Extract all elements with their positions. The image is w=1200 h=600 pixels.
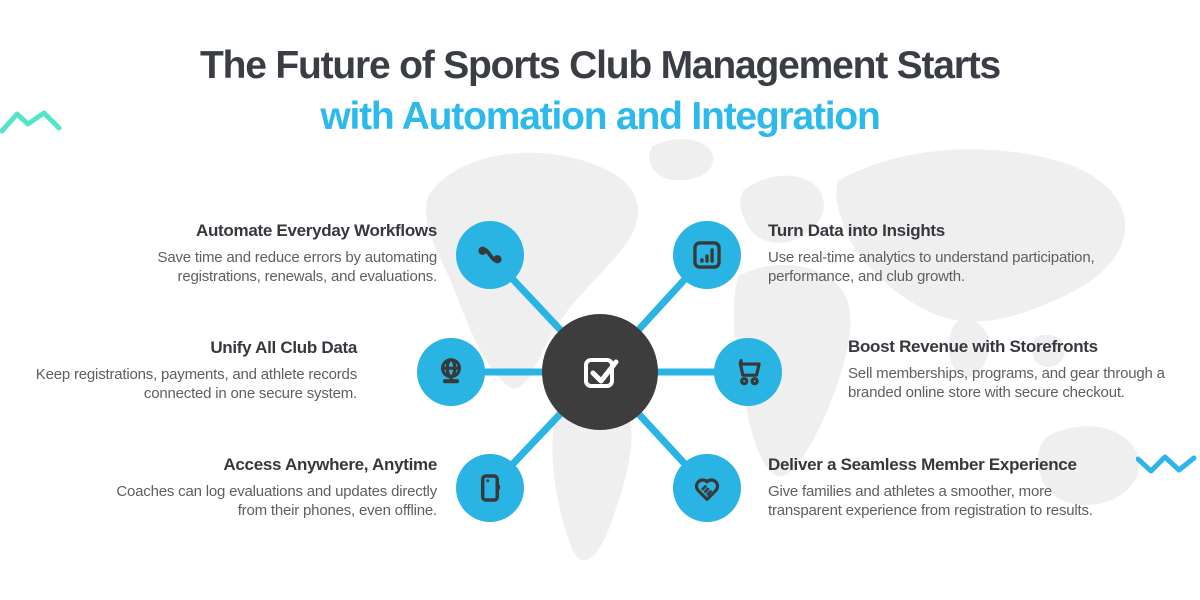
map-southeast-asia bbox=[1031, 334, 1066, 367]
feature-line: branded online store with secure checkou… bbox=[848, 383, 1125, 401]
feature-line: Coaches can log evaluations and updates … bbox=[116, 483, 437, 500]
world-map-background bbox=[426, 139, 1139, 561]
node-unify bbox=[417, 338, 485, 406]
feature-line: performance, and club growth. bbox=[768, 267, 965, 285]
node-insights bbox=[673, 221, 741, 289]
map-greenland bbox=[649, 139, 714, 181]
node-automate bbox=[456, 221, 524, 289]
map-india bbox=[948, 320, 989, 377]
map-australia bbox=[1038, 426, 1139, 506]
feature-access: Access Anywhere, Anytime Coaches can log… bbox=[92, 455, 437, 520]
feature-line: Keep registrations, payments, and athlet… bbox=[35, 366, 357, 383]
feature-line: Save time and reduce errors by automatin… bbox=[157, 249, 438, 266]
node-access bbox=[456, 454, 524, 522]
map-europe bbox=[740, 175, 824, 243]
central-hub bbox=[542, 314, 658, 430]
globe-stand-icon bbox=[432, 353, 470, 391]
title-line-2: with Automation and Integration bbox=[320, 95, 881, 138]
map-asia bbox=[836, 149, 1126, 322]
feature-line: from their phones, even offline. bbox=[237, 501, 437, 519]
bar-chart-icon bbox=[688, 236, 726, 274]
feature-revenue: Boost Revenue with Storefronts Sell memb… bbox=[848, 337, 1193, 402]
feature-experience: Deliver a Seamless Member Experience Giv… bbox=[768, 455, 1168, 520]
map-africa bbox=[733, 264, 851, 477]
feature-line: registrations, renewals, and evaluations… bbox=[177, 267, 438, 285]
feature-insights: Turn Data into Insights Use real-time an… bbox=[768, 221, 1138, 286]
checkbox-check-icon bbox=[574, 346, 626, 398]
node-revenue bbox=[714, 338, 782, 406]
node-experience bbox=[673, 454, 741, 522]
workflow-nodes-icon bbox=[471, 236, 509, 274]
feature-title: Unify All Club Data bbox=[210, 338, 357, 357]
feature-unify: Unify All Club Data Keep registrations, … bbox=[27, 338, 358, 403]
feature-line: connected in one secure system. bbox=[143, 384, 357, 402]
feature-title: Boost Revenue with Storefronts bbox=[848, 337, 1098, 356]
feature-line: Sell memberships, programs, and gear thr… bbox=[848, 365, 1165, 382]
feature-title: Deliver a Seamless Member Experience bbox=[768, 455, 1077, 474]
handshake-heart-icon bbox=[688, 469, 726, 507]
feature-line: transparent experience from registration… bbox=[768, 501, 1093, 519]
feature-automate: Automate Everyday Workflows Save time an… bbox=[107, 221, 438, 286]
map-north-america bbox=[426, 152, 638, 389]
feature-title: Turn Data into Insights bbox=[768, 221, 945, 240]
feature-title: Automate Everyday Workflows bbox=[196, 221, 437, 240]
smartphone-icon bbox=[471, 469, 509, 507]
feature-line: Use real-time analytics to understand pa… bbox=[768, 249, 1095, 266]
page-title: The Future of Sports Club Management Sta… bbox=[0, 40, 1200, 142]
shopping-cart-icon bbox=[729, 353, 767, 391]
blue-zigzag-icon bbox=[1136, 454, 1197, 474]
feature-line: Give families and athletes a smoother, m… bbox=[768, 483, 1053, 500]
map-south-america bbox=[552, 385, 632, 561]
feature-title: Access Anywhere, Anytime bbox=[223, 455, 437, 474]
teal-zigzag-icon bbox=[0, 110, 62, 134]
title-line-1: The Future of Sports Club Management Sta… bbox=[200, 44, 1001, 87]
